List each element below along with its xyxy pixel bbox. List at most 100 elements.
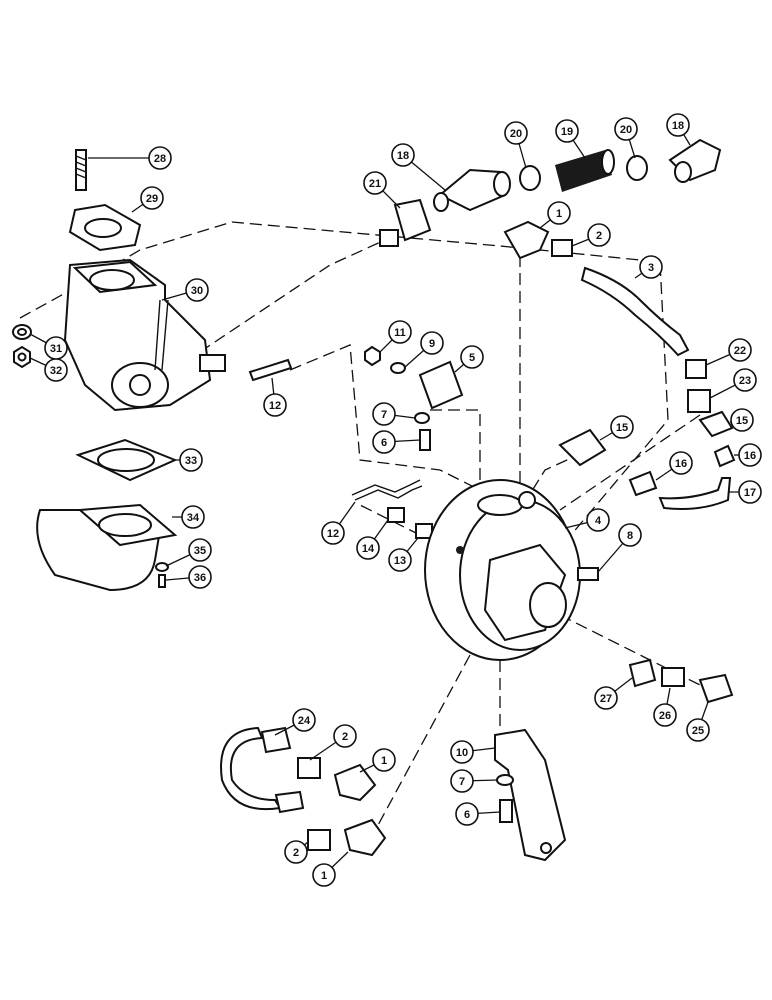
callout-27: 27 <box>594 677 633 710</box>
dashed-line-fitting-15b <box>559 414 701 511</box>
callout-6: 6 <box>372 430 421 454</box>
callout-8: 8 <box>597 523 642 573</box>
callout-number: 33 <box>185 455 197 467</box>
callout-30: 30 <box>161 278 209 302</box>
elbow-1-top <box>503 220 550 260</box>
hose-24-bottom-end <box>274 790 305 814</box>
tube-12-bent <box>351 479 421 496</box>
callout-22: 22 <box>705 338 752 366</box>
callout-circle <box>181 505 205 529</box>
callout-number: 12 <box>269 400 281 412</box>
nipple-2-mid <box>297 757 321 779</box>
carburetor-fuel-inlet <box>199 354 226 372</box>
callout-19: 19 <box>555 119 586 159</box>
regulator-top-boss <box>477 494 523 516</box>
fitting-26 <box>661 667 685 687</box>
callout-number: 17 <box>744 487 756 499</box>
callout-number: 26 <box>659 710 671 722</box>
carburetor-throat <box>89 269 135 291</box>
callout-number: 28 <box>154 153 166 165</box>
callout-number: 20 <box>510 128 522 140</box>
tube-12-bent-edge <box>354 485 423 501</box>
callout-number: 12 <box>327 528 339 540</box>
washer-9 <box>390 362 406 374</box>
center-small-parts <box>248 345 464 539</box>
gasket-29-hole <box>84 218 122 238</box>
callout-3: 3 <box>634 255 663 279</box>
callout-circle <box>653 703 677 727</box>
callout-18: 18 <box>666 113 691 146</box>
fitting-23 <box>687 389 711 413</box>
callout-7: 7 <box>450 769 499 793</box>
callout-circle <box>639 255 663 279</box>
dashed-line-tube-12 <box>289 344 521 511</box>
callout-circle <box>614 117 638 141</box>
elbow-1-mid <box>333 763 377 802</box>
callout-circle <box>388 548 412 572</box>
callout-21: 21 <box>363 171 401 209</box>
stud-threads <box>75 155 87 179</box>
callout-number: 22 <box>734 345 746 357</box>
callout-number: 1 <box>381 755 387 767</box>
callout-number: 2 <box>293 847 299 859</box>
callout-circle <box>44 358 68 382</box>
lower-left-fittings <box>220 726 387 857</box>
callout-circle <box>618 523 642 547</box>
regulator-assembly <box>424 479 599 661</box>
callout-number: 27 <box>600 693 612 705</box>
callout-14: 14 <box>356 519 389 560</box>
callout-circle <box>321 521 345 545</box>
nipple-2-low <box>307 829 331 851</box>
callout-number: 29 <box>146 193 158 205</box>
callout-circle <box>372 748 396 772</box>
carburetor-linkage <box>154 299 169 371</box>
hose-elbow-18-left-end <box>493 171 511 197</box>
hose-group <box>379 138 722 247</box>
adapter-21 <box>393 198 432 242</box>
callout-number: 6 <box>464 809 470 821</box>
callout-number: 30 <box>191 285 203 297</box>
callout-7: 7 <box>372 402 416 426</box>
callout-25: 25 <box>686 701 710 742</box>
callout-circle <box>504 121 528 145</box>
callout-circle <box>610 415 634 439</box>
gasket-33-hole <box>97 448 155 472</box>
callout-circle <box>148 146 172 170</box>
callout-circle <box>738 443 762 467</box>
callout-number: 11 <box>394 327 406 339</box>
elbow-15-right <box>698 410 734 438</box>
nut-32-hole <box>17 352 27 362</box>
callout-circle <box>587 223 611 247</box>
callout-number: 8 <box>627 530 633 542</box>
callout-20: 20 <box>504 121 528 169</box>
callout-circle <box>586 508 610 532</box>
callout-10: 10 <box>450 740 496 764</box>
dashed-line-bracket-5 <box>430 409 481 510</box>
bolt-8 <box>577 567 599 581</box>
washer-35 <box>155 562 169 572</box>
callout-number: 18 <box>672 120 684 132</box>
callout-23: 23 <box>709 368 757 399</box>
callout-15: 15 <box>599 415 634 441</box>
callout-number: 5 <box>469 352 475 364</box>
callout-26: 26 <box>653 687 677 727</box>
callout-12: 12 <box>263 377 287 417</box>
callout-number: 10 <box>456 747 468 759</box>
callout-circle <box>263 393 287 417</box>
callout-number: 3 <box>648 262 654 274</box>
mounting-bracket-group <box>494 728 567 862</box>
callout-2: 2 <box>309 724 357 761</box>
callout-number: 18 <box>397 150 409 162</box>
nut-11 <box>364 345 381 367</box>
callout-34: 34 <box>172 505 205 529</box>
callout-20: 20 <box>614 117 638 159</box>
callout-number: 21 <box>369 178 381 190</box>
callout-circle <box>372 402 396 426</box>
tube-27 <box>628 658 657 688</box>
callout-circle <box>728 338 752 362</box>
callout-13: 13 <box>388 537 419 572</box>
callout-circle <box>363 171 387 195</box>
callout-number: 19 <box>561 126 573 138</box>
